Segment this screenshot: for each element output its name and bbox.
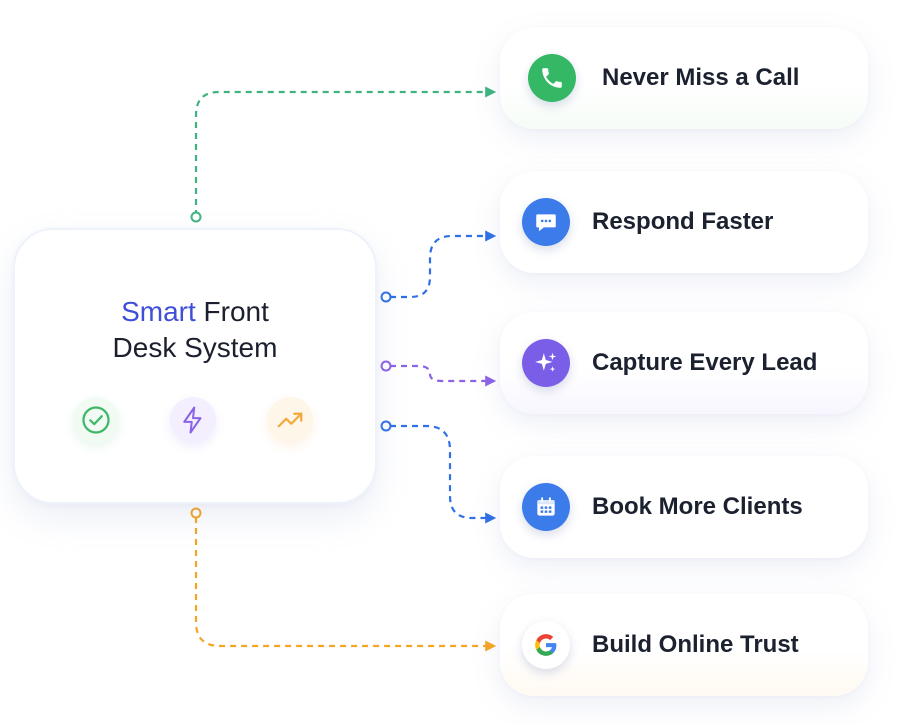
hub-title-accent: Smart [121,296,196,327]
outcome-card-capture-every-lead: Capture Every Lead [500,312,868,414]
outcome-label: Never Miss a Call [602,64,800,91]
sparkles-icon [522,339,570,387]
connector-node-purple [380,360,392,372]
outcome-card-build-online-trust: Build Online Trust [500,594,868,696]
outcome-label: Book More Clients [592,493,803,520]
outcome-card-book-more-clients: Book More Clients [500,456,868,558]
outcome-label: Respond Faster [592,208,774,235]
outcome-card-never-miss-a-call: Never Miss a Call [500,27,868,129]
connector-never-miss-a-call [194,86,497,216]
connector-node-blue-1 [380,291,392,303]
lightning-icon [170,397,216,443]
outcome-label: Capture Every Lead [592,349,818,376]
phone-icon [528,54,576,102]
google-icon [522,621,570,669]
outcome-label: Build Online Trust [592,631,799,658]
outcome-card-respond-faster: Respond Faster [500,171,868,273]
connector-book-more-clients [390,424,497,524]
hub-card: Smart Front Desk System [13,228,377,504]
chat-bubble-icon [522,198,570,246]
hub-title-line2: Desk System [112,332,278,363]
connector-node-blue-2 [380,420,392,432]
hub-title: Smart Front Desk System [15,294,375,366]
connector-node-green [190,211,202,223]
connector-node-orange [190,507,202,519]
check-circle-icon [73,397,119,443]
calendar-icon [522,483,570,531]
connector-respond-faster [390,230,497,299]
hub-title-rest: Front [203,296,269,327]
connector-build-online-trust [194,517,497,652]
trending-up-icon [267,397,313,443]
connector-capture-every-lead [390,364,497,387]
